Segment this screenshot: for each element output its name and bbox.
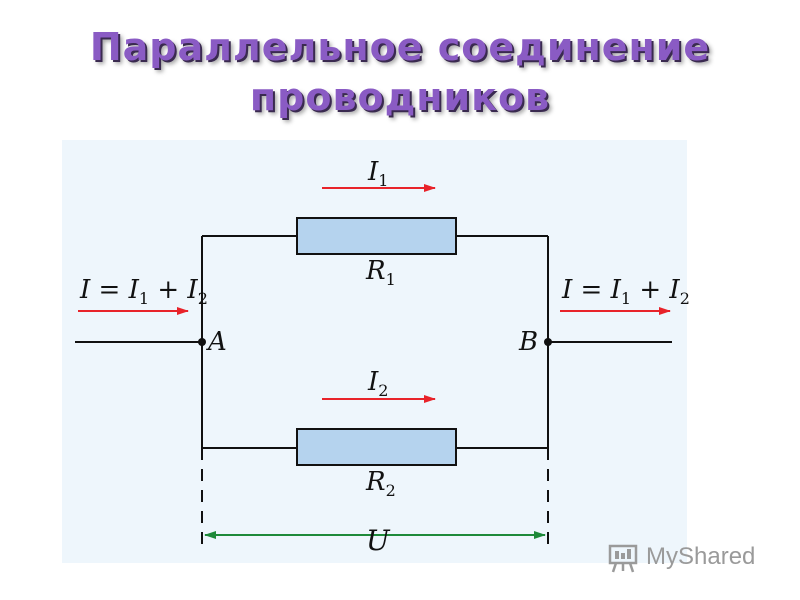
resistor-r1-label: R1 bbox=[365, 256, 396, 289]
node-b-label: B bbox=[518, 327, 538, 357]
node-b-dot bbox=[544, 338, 552, 346]
node-a-dot bbox=[198, 338, 206, 346]
watermark-text: MyShared bbox=[646, 543, 756, 570]
node-a-label: A bbox=[206, 327, 227, 357]
presentation-board-icon bbox=[608, 544, 638, 573]
voltage-extension-lines bbox=[201, 448, 549, 548]
title-line-1: Параллельное соединение bbox=[89, 25, 711, 69]
branch1-current-label: I1 bbox=[367, 157, 388, 190]
title-line-2: проводников bbox=[249, 75, 551, 119]
branch2-current-label: I2 bbox=[367, 367, 388, 400]
resistor-r1 bbox=[296, 217, 457, 255]
diagram-panel bbox=[62, 140, 687, 563]
output-current-formula: I = I1 + I2 bbox=[561, 275, 690, 308]
voltage-label: U bbox=[366, 524, 391, 557]
resistor-r2 bbox=[296, 428, 457, 466]
input-current-formula: I = I1 + I2 bbox=[79, 275, 208, 308]
page-title: Параллельное соединение проводников bbox=[0, 22, 800, 122]
resistor-r2-label: R2 bbox=[365, 467, 396, 500]
watermark: MyShared bbox=[606, 540, 755, 574]
